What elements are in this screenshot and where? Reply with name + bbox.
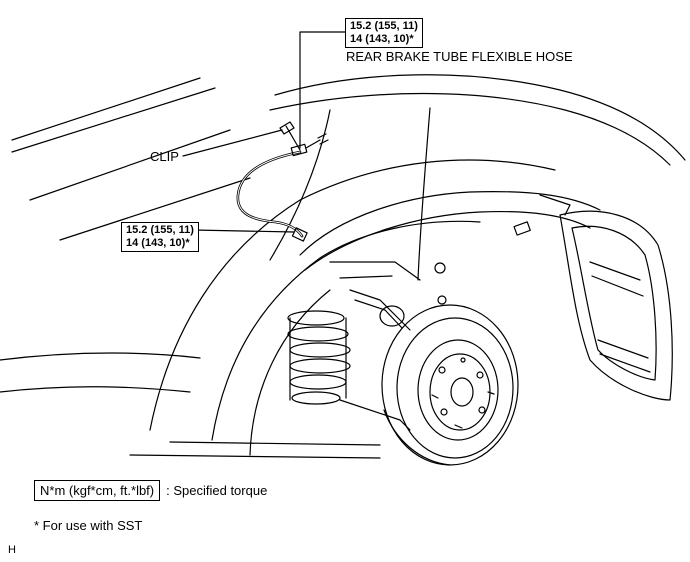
clip-label: CLIP: [150, 149, 179, 164]
sst-footnote: * For use with SST: [34, 518, 143, 533]
brake-hose: [236, 121, 329, 242]
mid-torque-sst-value: 14 (143, 10)*: [126, 237, 190, 249]
mid-torque-value: 15.2 (155, 11): [126, 224, 194, 236]
coil-spring: [287, 310, 351, 405]
mid-torque-callout: 15.2 (155, 11) 14 (143, 10)*: [121, 222, 199, 252]
torque-legend: N*m (kgf*cm, ft.*lbf) : Specified torque: [34, 480, 267, 501]
suspension-arm: [339, 262, 447, 431]
quarter-panel: [0, 74, 686, 459]
torque-unit-box: N*m (kgf*cm, ft.*lbf): [34, 480, 161, 501]
rear-wheel-brake-hose-illustration: [0, 31, 686, 466]
top-torque-callout: 15.2 (155, 11) 14 (143, 10)*: [345, 18, 423, 48]
body-panel-lines: [11, 77, 251, 241]
brake-drum: [381, 304, 519, 466]
leader-lines: [182, 31, 346, 233]
mud-flap: [559, 210, 673, 401]
top-torque-sst-value: 14 (143, 10)*: [350, 33, 414, 45]
figure-code: H: [8, 544, 16, 556]
top-torque-value: 15.2 (155, 11): [350, 20, 418, 32]
torque-legend-description: : Specified torque: [166, 483, 268, 498]
wheel-arch: [299, 190, 601, 281]
hose-label: REAR BRAKE TUBE FLEXIBLE HOSE: [346, 49, 573, 64]
